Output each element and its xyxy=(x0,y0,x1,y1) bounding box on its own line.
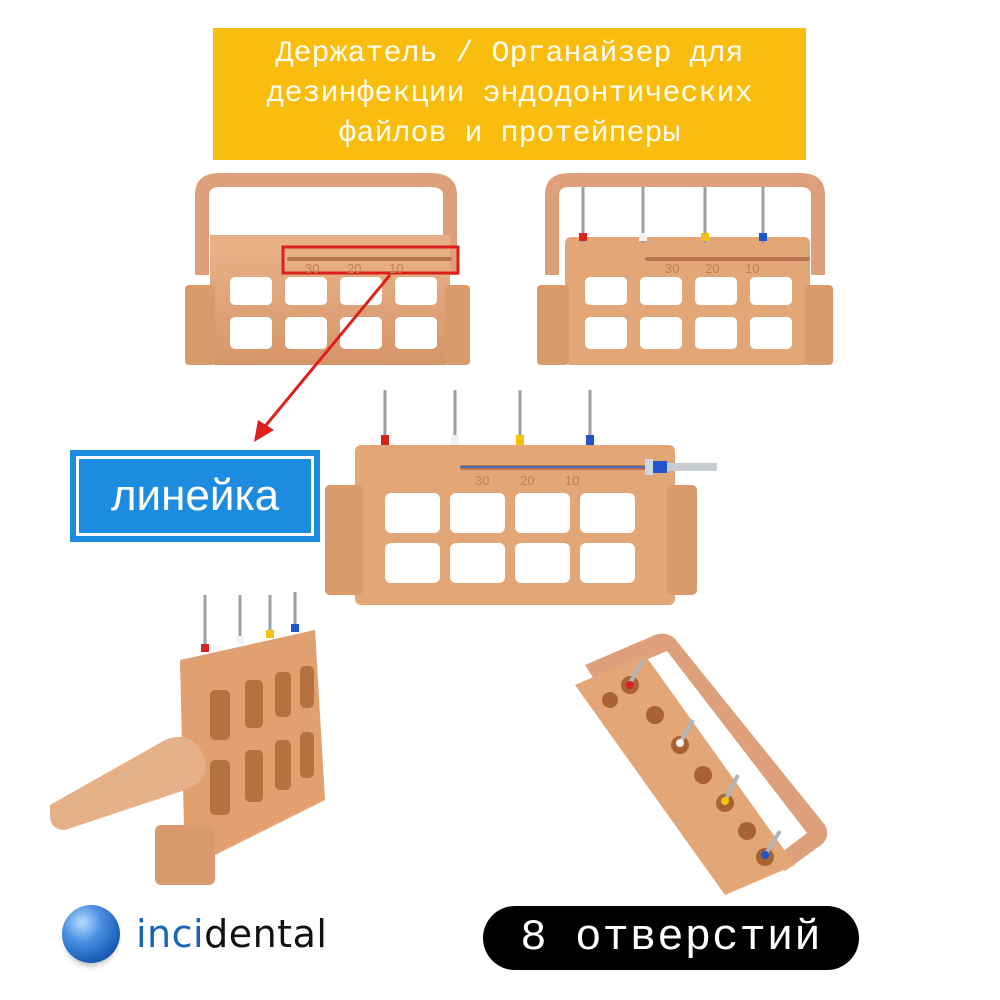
brand-name-part2: dental xyxy=(204,912,328,956)
brand-logo: incidental xyxy=(62,905,327,963)
svg-text:30: 30 xyxy=(665,261,679,276)
callout-arrow xyxy=(254,274,392,442)
svg-text:30: 30 xyxy=(475,473,489,488)
brand-sphere-icon xyxy=(62,905,120,963)
title-banner: Держатель / Органайзер для дезинфекции э… xyxy=(213,28,806,160)
brand-name: incidental xyxy=(136,912,327,956)
hole-count-text: 8 отверстий xyxy=(520,913,822,963)
svg-text:10: 10 xyxy=(565,473,579,488)
brand-name-part1: inci xyxy=(136,912,205,956)
svg-text:10: 10 xyxy=(745,261,759,276)
ruler-tick-20: 20 xyxy=(347,261,361,276)
svg-text:20: 20 xyxy=(520,473,534,488)
title-line-3: файлов и протейперы xyxy=(338,117,681,151)
ruler-tick-10: 10 xyxy=(389,261,403,276)
holder-top-view xyxy=(575,633,828,895)
holder-with-files-front-view: 30 20 10 xyxy=(537,173,833,365)
title-line-1: Держатель / Органайзер для xyxy=(275,37,744,71)
hole-count-badge: 8 отверстий xyxy=(483,906,859,970)
holder-measuring-file: 30 20 10 xyxy=(325,390,717,605)
holder-empty-front-view: 30 20 10 xyxy=(185,173,470,365)
ruler-callout-text: линейка xyxy=(110,471,280,520)
ruler-callout-label: линейка xyxy=(70,450,320,542)
svg-text:20: 20 xyxy=(705,261,719,276)
title-line-2: дезинфекции эндодонтических xyxy=(266,77,753,111)
holder-side-view xyxy=(50,592,325,885)
ruler-tick-30: 30 xyxy=(305,261,319,276)
